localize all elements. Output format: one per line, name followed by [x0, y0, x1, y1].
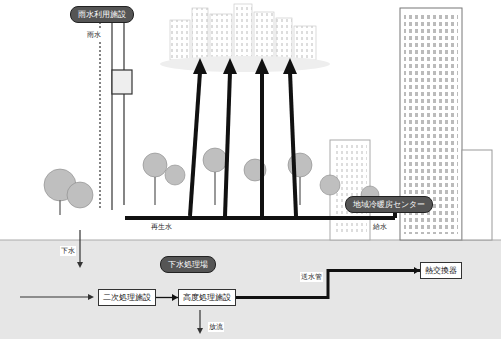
process-box: 高度処理施設	[178, 289, 236, 306]
note-label: 雨水	[86, 30, 102, 40]
flow-connector	[156, 294, 178, 301]
heading-pill: 地域冷暖房センター	[345, 196, 433, 213]
flow-connector	[236, 267, 420, 298]
note-label: 放流	[208, 322, 224, 332]
note-label: 送水管	[300, 272, 323, 282]
process-box: 二次処理施設	[98, 289, 156, 306]
process-box: 熱交換器	[420, 262, 462, 279]
heading-pill: 雨水利用施設	[70, 6, 134, 23]
note-label: 再生水	[150, 222, 173, 232]
node-text: 下水処理場	[168, 259, 208, 270]
node-text: 雨水利用施設	[78, 9, 126, 20]
note-label: 下水	[60, 246, 76, 256]
node-text: 熱交換器	[425, 265, 457, 276]
heading-pill: 下水処理場	[160, 256, 216, 273]
node-text: 地域冷暖房センター	[353, 199, 425, 210]
note-label: 給水	[372, 222, 388, 232]
node-text: 高度処理施設	[183, 292, 231, 303]
node-text: 二次処理施設	[103, 292, 151, 303]
